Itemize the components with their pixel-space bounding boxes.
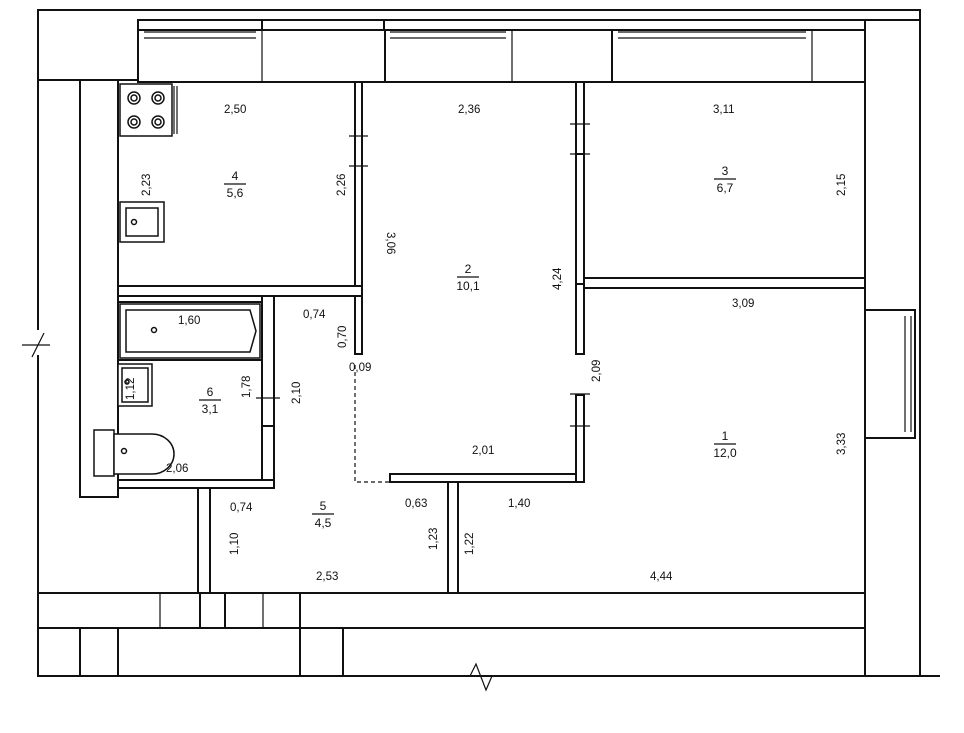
dim-hall-wall: 0,70 — [337, 326, 349, 348]
room-label-4: 45,6 — [224, 169, 246, 200]
room-2-area: 10,1 — [456, 279, 480, 293]
dim-hall-right: 1,23 — [428, 528, 440, 550]
dim-room2-left: 3,06 — [384, 232, 396, 254]
room-3-area: 6,7 — [717, 181, 734, 195]
dim-small-sink: 1,12 — [125, 378, 137, 400]
dim-bath-length: 1,60 — [178, 315, 200, 327]
dim-corridor-top: 0,63 — [405, 498, 427, 510]
dim-room1-left: 2,09 — [591, 360, 603, 382]
toilet-icon — [93, 429, 175, 477]
dim-room1-right: 3,33 — [836, 433, 848, 455]
room-label-1: 112,0 — [713, 429, 737, 460]
dim-room1-top: 3,09 — [732, 298, 754, 310]
room-label-3: 36,7 — [714, 164, 736, 195]
bathroom-sink-icon — [117, 363, 153, 407]
room-1-area: 12,0 — [713, 446, 737, 460]
room-1-number: 1 — [722, 429, 729, 443]
dimension-labels: 2,50 2,23 2,26 2,36 3,06 4,24 2,01 3,11 … — [125, 104, 848, 583]
room-4-area: 5,6 — [227, 186, 244, 200]
dim-room3-right: 2,15 — [836, 174, 848, 196]
windows — [137, 19, 916, 628]
room-label-5: 54,5 — [312, 499, 334, 530]
room-5-number: 5 — [320, 499, 327, 513]
dim-wc-right: 2,10 — [291, 382, 303, 404]
stove-icon — [119, 83, 178, 137]
dim-hall-bottom: 2,53 — [316, 571, 338, 583]
room-3-number: 3 — [722, 164, 729, 178]
room-label-2: 210,1 — [456, 262, 480, 293]
fixtures — [93, 83, 261, 477]
kitchen-sink-icon — [119, 201, 165, 243]
dim-kitchen-top: 2,50 — [224, 104, 246, 116]
dim-hall-left-top: 0,74 — [230, 502, 253, 514]
bathtub-icon — [119, 303, 261, 359]
dim-room2-top: 2,36 — [458, 104, 480, 116]
room-5-area: 4,5 — [315, 516, 332, 530]
dim-room2-right: 4,24 — [552, 267, 564, 290]
dim-kitchen-right: 2,26 — [336, 174, 348, 196]
dim-room3-top: 3,11 — [713, 104, 735, 116]
dim-room1-door: 1,40 — [508, 498, 530, 510]
dim-kitchen-left: 2,23 — [141, 174, 153, 196]
dim-wc-width: 1,78 — [241, 376, 253, 398]
dim-room1-bottom: 4,44 — [650, 571, 673, 583]
dim-hall-gap: 0,09 — [349, 362, 371, 374]
dim-wc-bottom: 2,06 — [166, 463, 188, 475]
room-label-6: 63,1 — [199, 385, 221, 416]
dim-corridor-left: 1,22 — [464, 533, 476, 555]
room-6-area: 3,1 — [202, 402, 219, 416]
dim-hall-left: 1,10 — [229, 533, 241, 555]
interior-walls — [117, 81, 866, 594]
room-4-number: 4 — [232, 169, 239, 183]
dim-room2-bottom: 2,01 — [472, 445, 494, 457]
room-6-number: 6 — [207, 385, 214, 399]
room-2-number: 2 — [465, 262, 472, 276]
dim-hall-top: 0,74 — [303, 309, 326, 321]
